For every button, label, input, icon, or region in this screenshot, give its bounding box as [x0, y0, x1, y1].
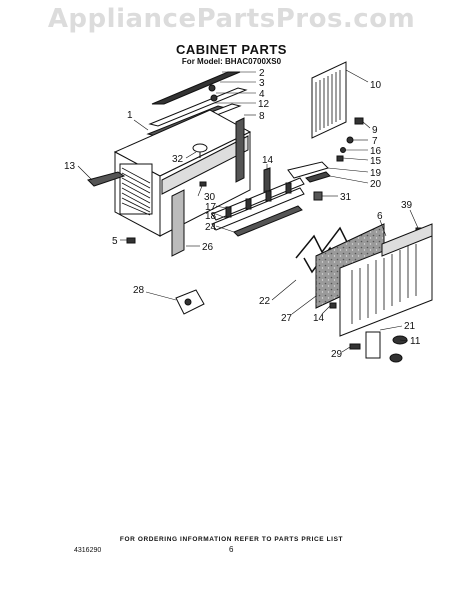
callout-7: 7	[372, 136, 378, 147]
callout-32: 32	[172, 154, 184, 165]
callout-labels: 2 3 4 12 8 1 10 9 7 16 15 19 20 13 32 14…	[64, 68, 421, 360]
callout-12: 12	[258, 99, 270, 110]
side-seal-strip	[235, 117, 245, 183]
callout-26: 26	[202, 242, 214, 253]
lower-screw	[329, 302, 337, 309]
callout-20: 20	[370, 179, 382, 190]
model-subtitle: For Model: BHAC0700XS0	[181, 57, 282, 66]
callout-3: 3	[259, 78, 265, 89]
callout-30: 30	[204, 192, 216, 203]
callout-18: 18	[205, 211, 217, 222]
callout-4: 4	[259, 89, 265, 100]
callout-17: 17	[205, 202, 217, 213]
front-grille-panel	[339, 223, 433, 337]
knob-part	[192, 143, 208, 153]
callout-39: 39	[401, 200, 413, 211]
rear-grille-frame	[311, 61, 347, 139]
foam-strip	[171, 189, 185, 257]
callout-19: 19	[370, 168, 382, 179]
callout-14-upper: 14	[262, 155, 274, 166]
callout-24: 24	[205, 222, 217, 233]
callout-15: 15	[370, 156, 382, 167]
page-number: 6	[229, 545, 234, 554]
callout-1: 1	[127, 110, 133, 121]
leader-lines	[77, 69, 419, 353]
ordering-info-note: FOR ORDERING INFORMATION REFER TO PARTS …	[119, 536, 344, 543]
callout-21: 21	[404, 321, 416, 332]
callout-14-lower: 14	[313, 313, 325, 324]
callout-29: 29	[331, 349, 343, 360]
callout-2: 2	[259, 68, 265, 79]
callout-9: 9	[372, 125, 378, 136]
site-watermark: AppliancePartsPros.com	[47, 4, 416, 34]
callout-8: 8	[259, 111, 265, 122]
document-number: 4316290	[74, 547, 102, 554]
small-clip	[313, 191, 323, 201]
callout-16: 16	[370, 146, 382, 157]
bottom-rail	[87, 171, 126, 187]
callout-28: 28	[133, 285, 145, 296]
page-title: CABINET PARTS	[176, 42, 287, 57]
power-cord-bracket	[175, 289, 205, 315]
lower-bar	[233, 205, 303, 237]
callout-10: 10	[370, 80, 382, 91]
callout-5: 5	[112, 236, 118, 247]
callout-11: 11	[410, 336, 421, 347]
screw-part	[126, 237, 136, 244]
callout-6: 6	[377, 211, 383, 222]
cabinet-screw	[199, 181, 207, 187]
callout-22: 22	[259, 296, 271, 307]
louver-assembly	[211, 177, 305, 231]
control-knobs	[349, 331, 408, 363]
callout-31: 31	[340, 192, 352, 203]
callout-13: 13	[64, 161, 76, 172]
callout-27: 27	[281, 313, 293, 324]
